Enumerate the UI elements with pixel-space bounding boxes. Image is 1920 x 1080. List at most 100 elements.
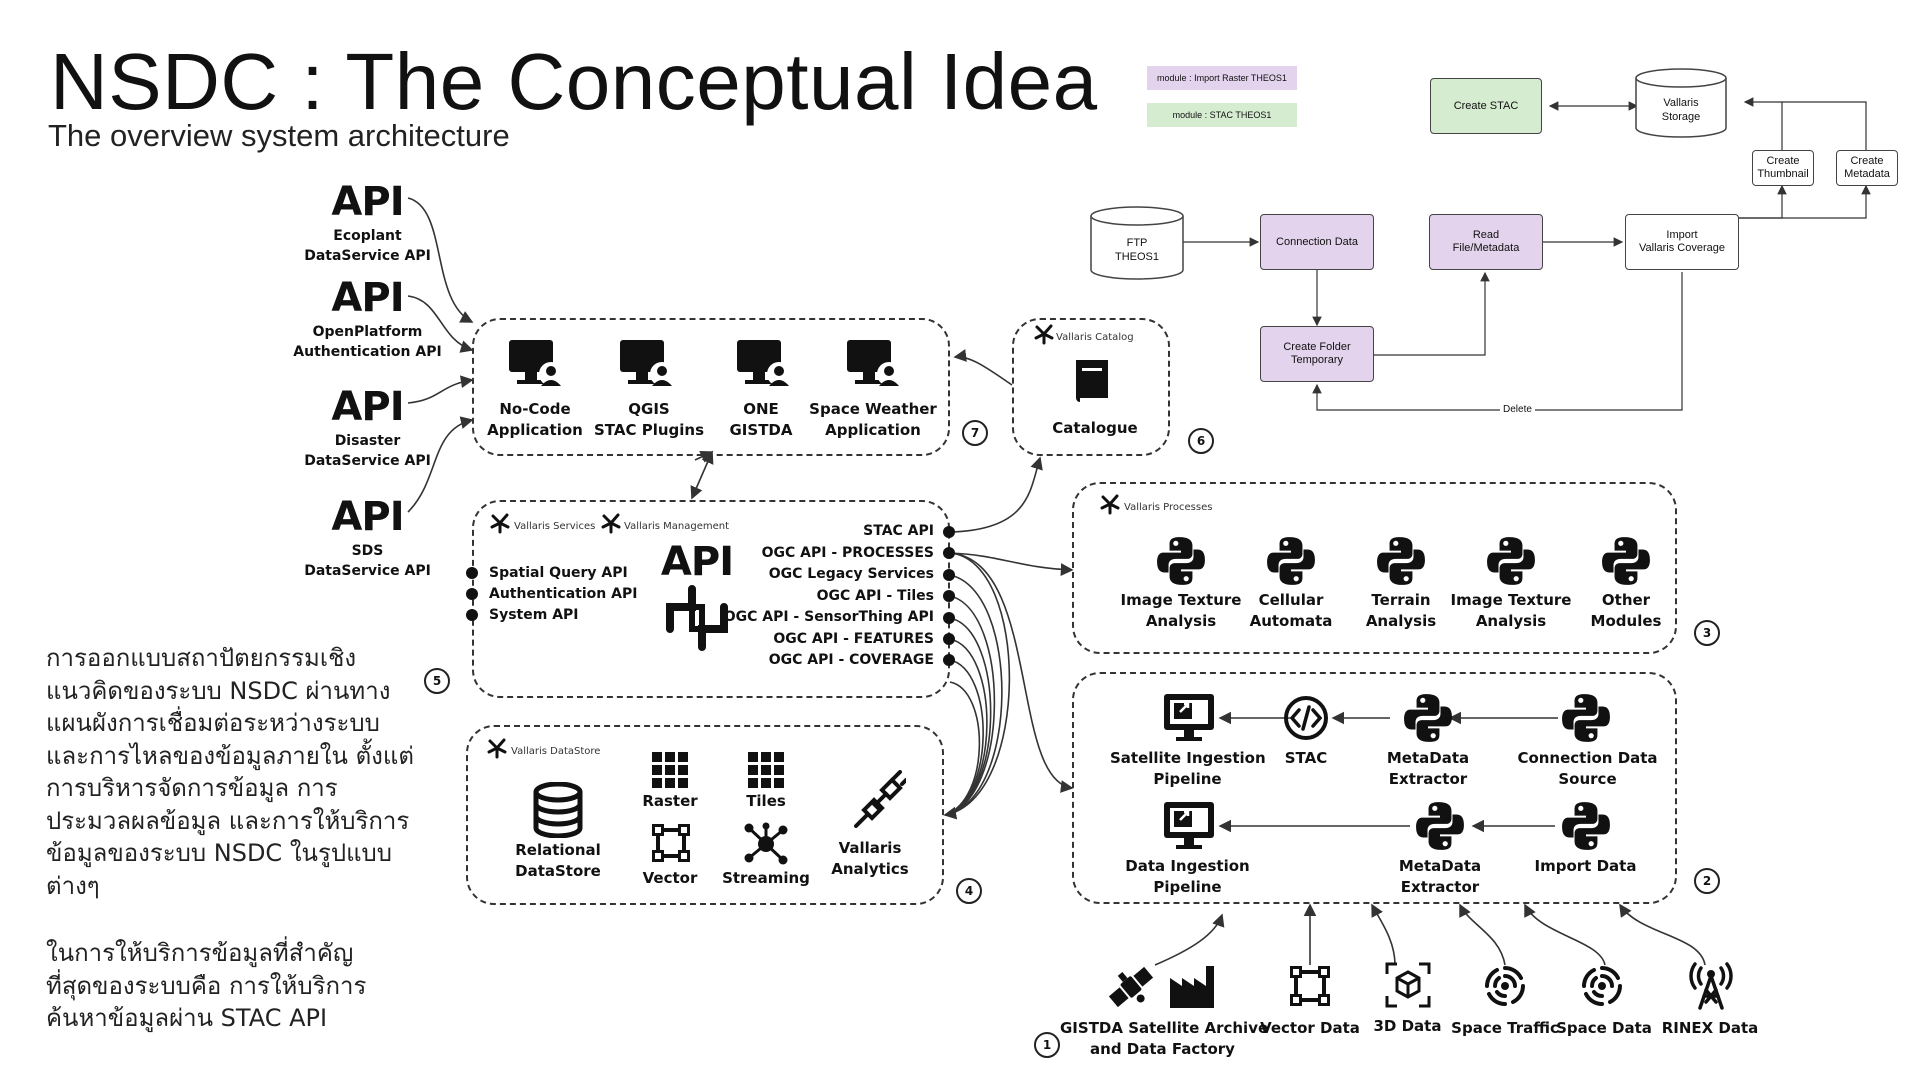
datastore-brand: Vallaris DataStore [511,746,601,757]
import-line2: Vallaris Coverage [1638,242,1725,254]
desktop-user-icon [847,340,901,386]
python-icon [1562,802,1610,850]
services-api-word: API [660,539,734,585]
api-link-icon [666,585,728,651]
service-ogc-legacy: OGC Legacy Services [768,566,934,582]
process-label-line1: Image Texture [1450,591,1572,609]
source-rinex-label: RINEX Data [1661,1019,1759,1037]
database-icon [533,782,583,838]
source-gistda-line2: and Data Factory [1090,1040,1235,1058]
connector-dot [943,633,955,645]
satellite-pipeline-line2: Pipeline [1153,770,1222,788]
section-number-3: 3 [1694,620,1720,646]
vector-label: Vector [642,869,698,887]
pipeline-monitor-icon [1164,694,1214,741]
processes-box [1072,482,1677,654]
service-ogc-features: OGC API - FEATURES [773,631,934,647]
api-label-line2: DataService API [304,563,431,579]
connector-dot [943,654,955,666]
source-3d-label: 3D Data [1373,1017,1442,1035]
api-label-line1: SDS [351,543,384,559]
factory-icon [1170,966,1214,1008]
app-label-line1: ONE [743,400,779,418]
app-label-line1: No-Code [499,400,571,418]
source-gistda-line1: GISTDA Satellite Archive [1060,1019,1269,1037]
folder-line2: Temporary [1291,354,1343,366]
process-label-line2: Analysis [1365,612,1437,630]
metadata-line1: Create [1850,155,1884,167]
python-icon [1377,537,1425,585]
code-circle-icon [1284,696,1328,740]
vallaris-logo-icon [487,738,507,759]
section-number-2: 2 [1694,868,1720,894]
plug-connection-icon [854,770,906,828]
section-number-7: 7 [962,420,988,446]
process-label-line2: Automata [1249,612,1333,630]
python-icon [1487,537,1535,585]
satellite-pipeline-line1: Satellite Ingestion [1110,749,1266,767]
service-ogc-coverage: OGC API - COVERAGE [768,652,934,668]
app-label-line2: Application [487,421,583,439]
connector-dot [466,588,478,600]
processes-brand: Vallaris Processes [1124,502,1213,513]
connection-data-box: Connection Data [1260,214,1374,270]
storage-line1: Vallaris [1663,97,1699,109]
section-number-1: 1 [1034,1032,1060,1058]
app-label-line2: GISTDA [729,421,793,439]
read-line2: File/Metadata [1452,242,1520,254]
tiles-grid-icon [748,752,784,788]
import-coverage-box: Import Vallaris Coverage [1625,214,1739,270]
desktop-user-icon [737,340,791,386]
python-icon [1157,537,1205,585]
connector-dot [943,612,955,624]
ftp-line1: FTP [1126,237,1148,249]
api-label-line1: Disaster [334,433,401,449]
connector-dot [943,590,955,602]
api-label-line1: Ecoplant [333,228,402,244]
read-file-box: Read File/Metadata [1429,214,1543,270]
process-label-line2: Analysis [1145,612,1217,630]
process-label-line2: Modules [1590,612,1662,630]
connector-dot [943,526,955,538]
ftp-line2: THEOS1 [1114,251,1159,263]
thumbnail-line2: Thumbnail [1757,168,1809,180]
catalogue-label: Catalogue [1052,419,1138,437]
raster-grid-icon [652,752,688,788]
thumbnail-line1: Create [1766,155,1800,167]
process-label-line1: Cellular [1258,591,1324,609]
ftp-cylinder [1090,206,1184,280]
desktop-user-icon [509,340,563,386]
legend-import-raster: module : Import Raster THEOS1 [1147,66,1297,90]
metadata-extractor-2-line2: Extractor [1400,878,1480,896]
management-brand: Vallaris Management [624,521,730,532]
vallaris-logo-icon [1100,494,1120,515]
app-label-line2: STAC Plugins [593,421,704,439]
relational-label-line1: Relational [515,841,601,859]
analytics-label-line1: Vallaris [838,839,902,857]
python-icon [1267,537,1315,585]
datastore-box [466,725,944,905]
description-paragraph-2: ในการให้บริการข้อมูลที่สำคัญที่สุดของระบ… [46,939,367,1032]
stac-label: STAC [1284,749,1328,767]
book-icon [1076,360,1108,403]
create-thumbnail-box: Create Thumbnail [1752,150,1814,186]
3d-cube-icon [1385,962,1431,1008]
page-title: NSDC : The Conceptual Idea [50,37,1098,126]
streaming-label: Streaming [722,869,810,887]
service-ogc-sensorthing: OGC API - SensorThing API [723,609,934,625]
api-word: API [331,275,404,321]
vallaris-logo-icon [1034,324,1054,345]
process-label-line2: Analysis [1475,612,1547,630]
connector-dot [466,609,478,621]
python-icon [1562,694,1610,742]
vallaris-logo-icon [490,513,510,534]
app-label-line2: Application [825,421,921,439]
antenna-tower-icon [1689,962,1733,1010]
folder-line1: Create Folder [1283,341,1351,353]
app-label-line1: QGIS [628,400,670,418]
storage-line2: Storage [1661,111,1701,123]
metadata-extractor-1-line1: MetaData [1386,749,1470,767]
vallaris-logo-icon [601,513,621,534]
tiles-label: Tiles [746,792,786,810]
